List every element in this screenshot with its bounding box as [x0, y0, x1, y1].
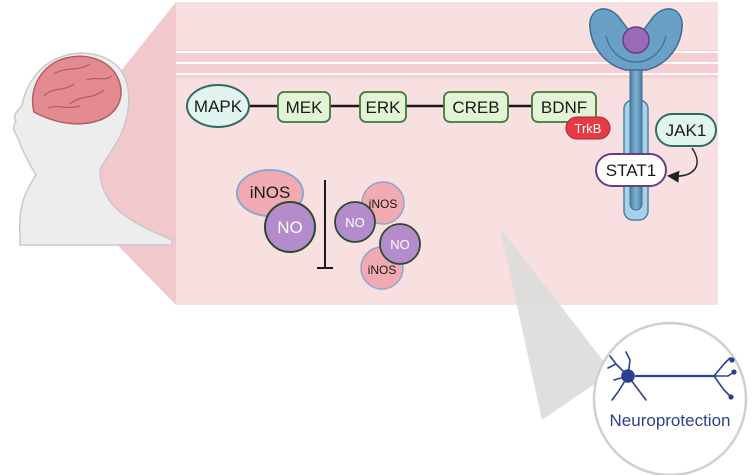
inos-small-label-2: iNOS — [368, 263, 397, 277]
no-small-label-2: NO — [390, 237, 410, 252]
jak1-node — [655, 113, 717, 147]
zoom-wedge-neuron — [500, 228, 612, 420]
inos-large-label: iNOS — [250, 183, 291, 202]
neuroprotection-label: Neuroprotection — [610, 411, 731, 430]
inos-small-label-1: iNOS — [369, 197, 398, 211]
mapk-node — [186, 84, 250, 128]
neuron-icon — [607, 351, 737, 401]
mek-label: MEK — [286, 98, 324, 117]
mek-node — [277, 91, 331, 123]
stat1-label: STAT1 — [606, 161, 656, 180]
trkb-badge — [565, 116, 611, 140]
trkb-label: TrkB — [575, 121, 602, 136]
no-large-node — [264, 201, 316, 253]
creb-label: CREB — [452, 98, 499, 117]
mapk-label: MAPK — [194, 97, 243, 116]
neuroprotection-circle — [592, 321, 748, 475]
bdnf-label: BDNF — [541, 98, 587, 117]
jak1-label: JAK1 — [666, 121, 707, 140]
creb-node — [443, 91, 509, 123]
no-large-label: NO — [277, 218, 303, 237]
bdnf-node — [531, 91, 597, 123]
erk-label: ERK — [366, 98, 402, 117]
no-small-label-1: NO — [345, 215, 365, 230]
no-small-node-2 — [379, 223, 421, 265]
stat1-node — [595, 153, 667, 187]
arrow-jak1-stat1 — [667, 147, 698, 183]
human-head-icon — [13, 52, 173, 246]
erk-node — [359, 91, 407, 123]
no-small-node-1 — [334, 201, 376, 243]
